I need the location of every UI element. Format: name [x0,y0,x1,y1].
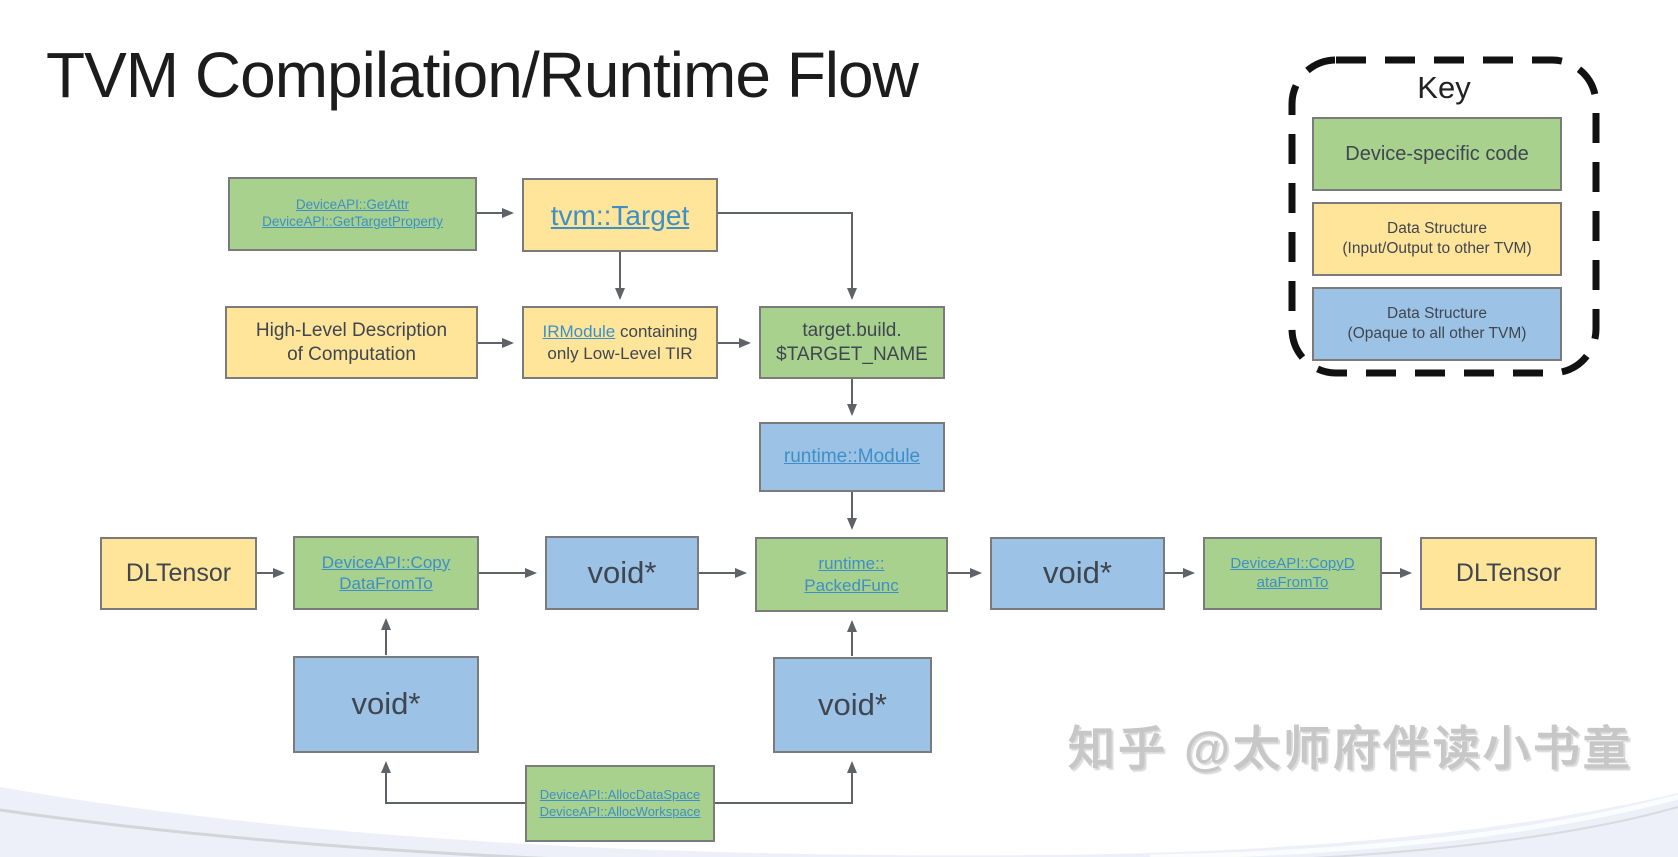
key-yellow-line1: Data Structure [1387,219,1487,237]
node-void-bottom-right: void* [773,657,932,753]
legend-key: Key Device-specific code Data Structure … [1288,56,1600,377]
node-high-level-description: High-Level Description of Computation [225,306,478,379]
node-void-bottom-left: void* [293,656,479,753]
key-blue-line1: Data Structure [1387,304,1487,322]
node-copydatafromto-right: DeviceAPI::CopyD ataFromTo [1203,537,1382,610]
link-copydatafromto-left-2[interactable]: DataFromTo [339,574,433,593]
node-copydatafromto-left: DeviceAPI::Copy DataFromTo [293,536,479,610]
arrow-alloc-to-voidbottomleft [381,761,525,804]
link-allocdataspace[interactable]: DeviceAPI::AllocDataSpace [539,787,701,803]
node-runtime-module: runtime::Module [759,422,945,492]
node-runtime-packedfunc: runtime:: PackedFunc [755,537,948,612]
high-level-line1: High-Level Description [255,319,448,341]
link-tvm-target[interactable]: tvm::Target [550,199,690,231]
target-build-line1: target.build. [802,319,902,341]
void-bottom-left-label: void* [351,686,421,722]
link-runtime-module[interactable]: runtime::Module [783,446,921,468]
key-title: Key [1417,70,1471,105]
key-dashed-border [1288,56,1600,377]
link-packedfunc-2[interactable]: PackedFunc [804,575,899,595]
link-copydatafromto-left-1[interactable]: DeviceAPI::Copy [321,552,451,572]
key-yellow-line2: (Input/Output to other TVM) [1342,240,1532,257]
dltensor-right-label: DLTensor [1455,558,1562,587]
node-dltensor-left: DLTensor [100,537,257,610]
irmodule-line1: IRModule containing [543,321,698,342]
bottom-curve-decoration [0,787,1678,857]
node-target-build: target.build. $TARGET_NAME [759,306,945,379]
irmodule-after-link: containing [615,322,698,342]
node-deviceapi-getattr: DeviceAPI::GetAttr DeviceAPI::GetTargetP… [228,177,477,251]
key-item-data-structure-opaque: Data Structure (Opaque to all other TVM) [1312,287,1562,361]
link-deviceapi-getattr[interactable]: DeviceAPI::GetAttr [295,197,410,213]
node-dltensor-right: DLTensor [1420,537,1597,610]
void-bottom-right-label: void* [818,686,887,722]
target-build-line2: $TARGET_NAME [776,343,928,365]
node-allocdataspace: DeviceAPI::AllocDataSpace DeviceAPI::All… [525,765,715,842]
high-level-line2: of Computation [287,343,416,365]
key-item-data-structure-io: Data Structure (Input/Output to other TV… [1312,202,1562,276]
link-copydatafromto-right-2[interactable]: ataFromTo [1256,573,1329,591]
page-title: TVM Compilation/Runtime Flow [46,39,919,111]
node-tvm-target: tvm::Target [522,178,718,252]
link-copydatafromto-right-1[interactable]: DeviceAPI::CopyD [1230,554,1355,572]
link-irmodule[interactable]: IRModule [542,322,616,342]
dltensor-left-label: DLTensor [125,558,232,587]
void-mid-left-label: void* [587,554,657,590]
key-green-label: Device-specific code [1345,143,1529,165]
node-irmodule: IRModule containing only Low-Level TIR [522,306,718,379]
node-void-mid-left: void* [545,536,699,610]
link-deviceapi-gettargetproperty[interactable]: DeviceAPI::GetTargetProperty [262,214,443,229]
key-item-device-specific: Device-specific code [1312,117,1562,191]
node-void-mid-right: void* [990,537,1165,610]
arrow-alloc-to-voidbottomright [715,761,857,804]
zhihu-watermark: 知乎 @太师府伴读小书童 [1068,722,1633,775]
void-mid-right-label: void* [1043,555,1112,591]
link-packedfunc-1[interactable]: runtime:: [818,554,885,574]
key-blue-line2: (Opaque to all other TVM) [1347,325,1527,342]
link-allocworkspace[interactable]: DeviceAPI::AllocWorkspace [539,803,701,819]
irmodule-line2: only Low-Level TIR [547,343,693,363]
arrow-tvmtarget-to-targetbuild [718,212,857,300]
